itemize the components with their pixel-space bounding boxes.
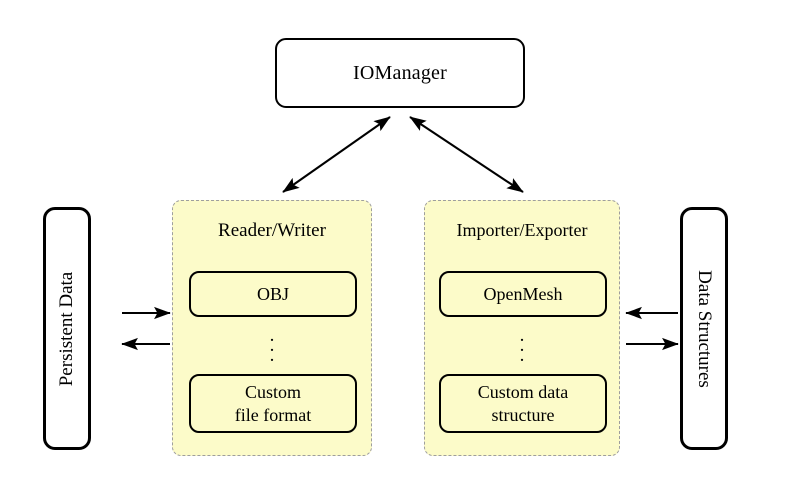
node-data-structures: Data Structures — [680, 207, 728, 450]
panel-reader-writer-title: Reader/Writer — [218, 220, 326, 241]
ellipsis-dot: . — [269, 335, 275, 356]
sub-box-custom-file-format: Custom file format — [189, 374, 357, 433]
node-iomanager: IOManager — [275, 38, 525, 108]
sub-box-obj: OBJ — [189, 271, 357, 317]
ellipsis-reader-writer: . . . — [173, 325, 371, 366]
ellipsis-dot: . — [519, 335, 525, 356]
sub-box-custom-data-structure: Custom data structure — [439, 374, 607, 433]
panel-reader-writer: Reader/Writer OBJ . . . Custom file form… — [172, 200, 372, 456]
sub-box-openmesh: OpenMesh — [439, 271, 607, 317]
sub-box-custom-data-structure-label: Custom data structure — [478, 381, 569, 426]
sub-box-line-2: structure — [491, 404, 555, 425]
node-iomanager-label: IOManager — [353, 61, 447, 84]
panel-importer-exporter-title: Importer/Exporter — [456, 220, 588, 240]
ellipsis-dot: . — [269, 345, 275, 366]
connector-manager-importer — [409, 116, 524, 193]
sub-box-obj-label: OBJ — [256, 283, 289, 304]
ellipsis-dot: . — [269, 325, 275, 346]
ellipsis-importer-exporter: . . . — [425, 325, 619, 366]
node-persistent-data: Persistent Data — [43, 207, 91, 450]
ellipsis-dot: . — [519, 345, 525, 366]
sub-box-custom-file-format-label: Custom file format — [235, 381, 311, 426]
node-data-structures-label: Data Structures — [694, 269, 715, 388]
panel-importer-exporter: Importer/Exporter OpenMesh . . . Custom … — [424, 200, 620, 456]
node-persistent-data-label: Persistent Data — [56, 271, 77, 386]
sub-box-line-1: Custom — [244, 382, 301, 402]
sub-box-line-2: file format — [234, 404, 312, 425]
connector-manager-reader — [282, 116, 391, 193]
sub-box-line-1: Custom data — [477, 382, 569, 402]
ellipsis-dot: . — [519, 325, 525, 346]
sub-box-openmesh-label: OpenMesh — [483, 283, 563, 304]
